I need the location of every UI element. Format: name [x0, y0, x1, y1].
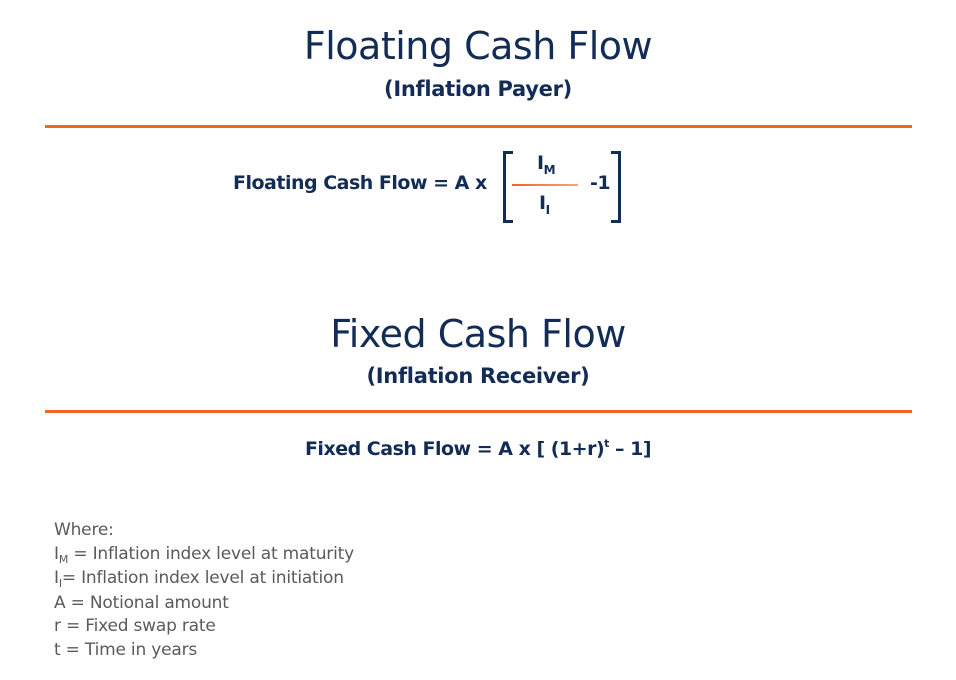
left-bracket-icon	[503, 151, 513, 223]
variable-legend: Where: IM = Inflation index level at mat…	[54, 519, 354, 662]
floating-cash-flow-subtitle: (Inflation Payer)	[384, 77, 572, 101]
fixed-formula: Fixed Cash Flow = A x [ (1+r)t – 1]	[304, 437, 652, 460]
legend-item: IM = Inflation index level at maturity	[54, 543, 354, 566]
legend-item: t = Time in years	[54, 639, 198, 660]
legend-item: r = Fixed swap rate	[54, 616, 216, 636]
fraction-denominator: II	[539, 192, 550, 217]
minus-one: -1	[590, 172, 611, 194]
fraction-numerator: IM	[537, 152, 556, 177]
fraction-bar	[512, 184, 578, 186]
legend-heading: Where:	[54, 520, 114, 540]
right-bracket-icon	[611, 151, 621, 223]
legend-item: A = Notional amount	[54, 592, 229, 613]
floating-formula-lhs: Floating Cash Flow = A x	[233, 172, 487, 194]
floating-cash-flow-title: Floating Cash Flow	[303, 24, 653, 68]
section-divider-fixed	[45, 410, 912, 413]
fixed-cash-flow-title: Fixed Cash Flow	[330, 312, 626, 356]
section-divider-floating	[45, 125, 912, 128]
legend-item: II= Inflation index level at initiation	[54, 568, 344, 590]
fixed-cash-flow-subtitle: (Inflation Receiver)	[366, 364, 590, 388]
